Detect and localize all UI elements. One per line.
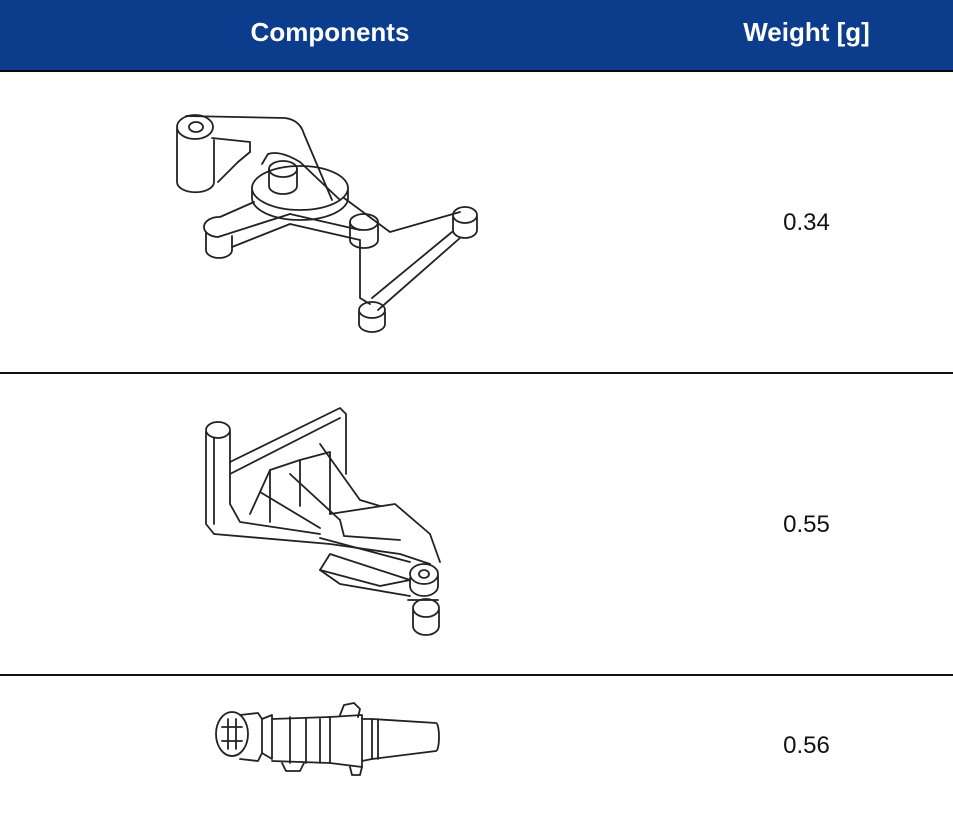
bracket-component-drawing (176, 114, 478, 333)
table-row: 0.55 (0, 374, 953, 675)
component-image-cell (0, 374, 660, 675)
weight-value: 0.56 (783, 731, 830, 759)
table-row: 0.34 (0, 72, 953, 374)
component-image-cell (0, 72, 660, 374)
component-image-cell (0, 675, 660, 816)
table-header: Components Weight [g] (0, 0, 953, 72)
header-weight: Weight [g] (743, 17, 870, 47)
row-divider (0, 674, 953, 676)
row-divider (0, 372, 953, 374)
pin-component-drawing (215, 702, 440, 776)
table-row: 0.56 (0, 675, 953, 816)
weight-value: 0.34 (783, 209, 830, 236)
hinge-component-drawing (205, 407, 441, 636)
weight-value: 0.55 (783, 510, 830, 538)
header-components: Components (250, 17, 410, 47)
